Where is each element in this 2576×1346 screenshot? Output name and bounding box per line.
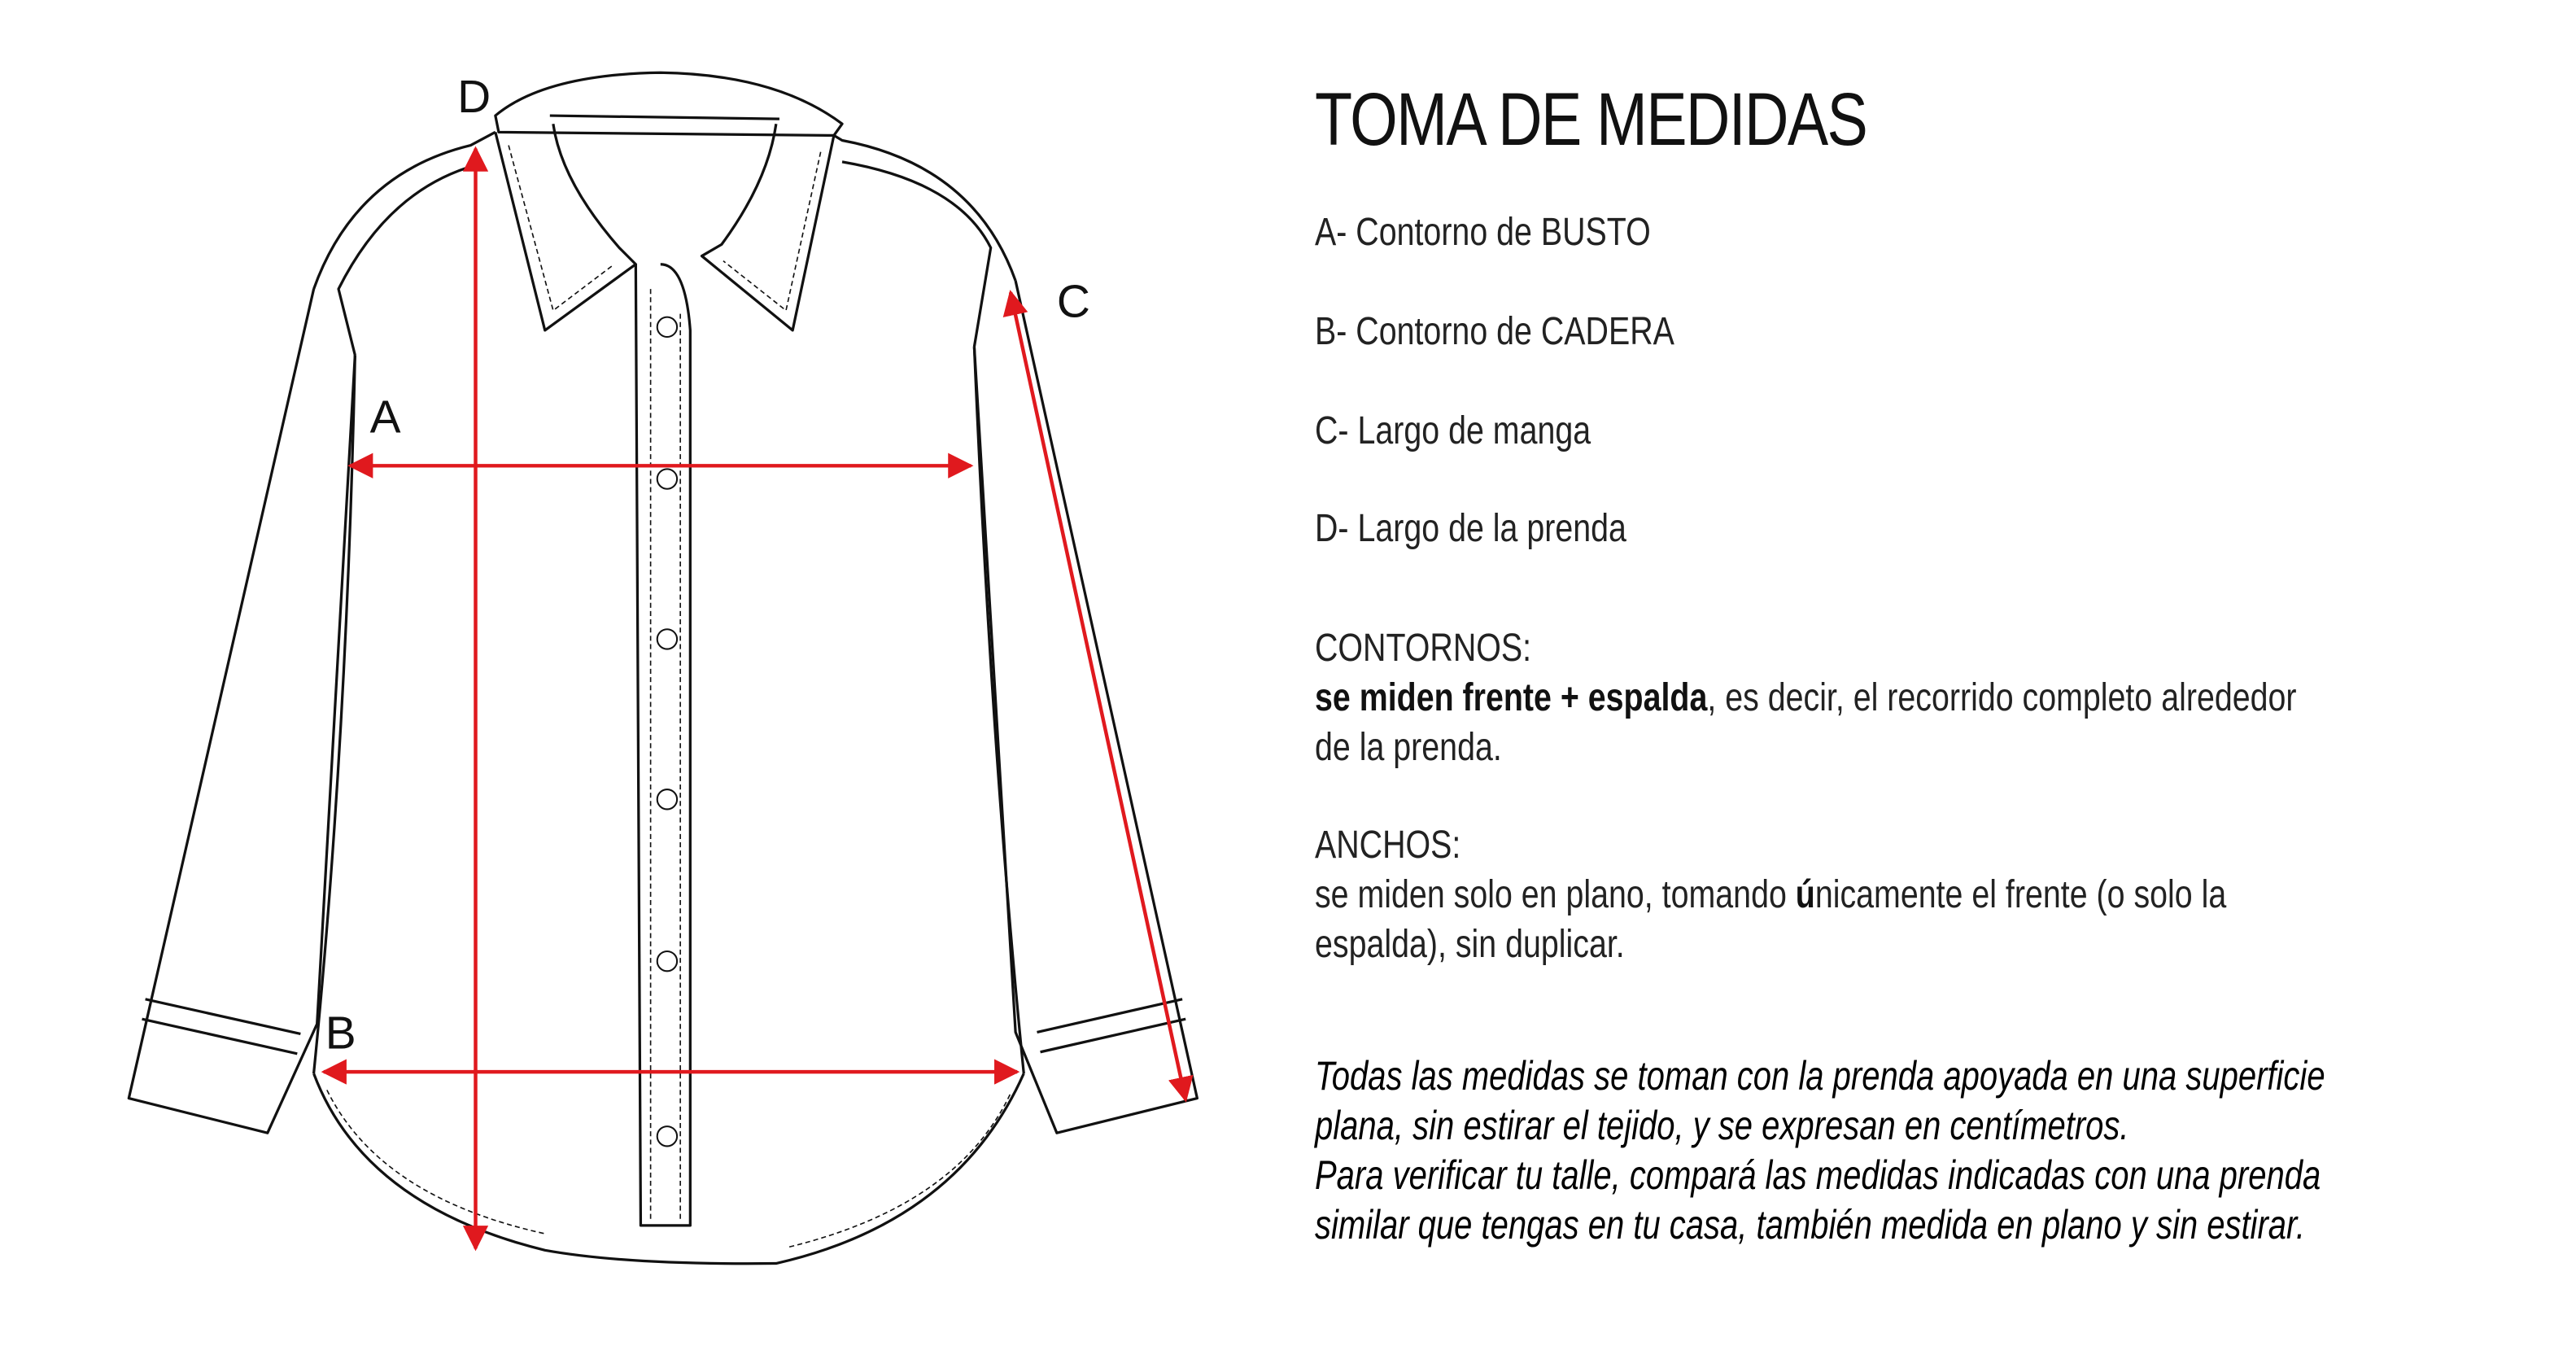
measure-item-a: A- Contorno de BUSTO — [1315, 211, 1651, 254]
button — [656, 468, 679, 490]
contornos-section: CONTORNOS: se miden frente + espalda, es… — [1315, 623, 2297, 772]
page-title: TOMA DE MEDIDAS — [1315, 78, 1868, 161]
measure-item-b: B- Contorno de CADERA — [1315, 310, 1674, 353]
label-d: D — [457, 72, 491, 123]
button — [656, 316, 679, 339]
collar-right — [700, 123, 836, 332]
placket — [634, 263, 692, 1227]
note-section: Todas las medidas se toman con la prenda… — [1315, 1051, 2325, 1250]
measure-item-d: D- Largo de la prenda — [1315, 507, 1626, 550]
label-a: A — [370, 392, 401, 444]
anchos-text-a: se miden solo en plano, tomando — [1315, 873, 1796, 916]
button — [656, 628, 679, 650]
anchos-bold: ú — [1795, 873, 1815, 916]
contornos-line1: se miden frente + espalda, es decir, el … — [1315, 673, 2297, 723]
contornos-rest: , es decir, el recorrido completo alrede… — [1707, 676, 2297, 719]
note-line: similar que tengas en tu casa, también m… — [1315, 1202, 2305, 1248]
contornos-line2: de la prenda. — [1315, 726, 1502, 769]
contornos-bold: se miden frente + espalda — [1315, 676, 1708, 719]
note-line: Para verificar tu talle, compará las med… — [1315, 1152, 2321, 1198]
contornos-heading: CONTORNOS: — [1315, 627, 1532, 670]
label-b: B — [325, 1008, 356, 1060]
left-shoulder — [312, 130, 496, 290]
right-cuff — [1037, 998, 1186, 1054]
collar-left-stitch — [508, 145, 615, 312]
label-c: C — [1057, 277, 1090, 328]
button — [656, 1125, 679, 1147]
collar-left — [494, 123, 637, 332]
button — [656, 789, 679, 811]
hem — [312, 1073, 1025, 1265]
measure-item-c: C- Largo de manga — [1315, 409, 1591, 452]
button — [656, 950, 679, 972]
arrow-c-sleeve — [1002, 290, 1194, 1103]
measurement-arrows — [321, 146, 1194, 1252]
buttons — [656, 316, 679, 1147]
note-line: Todas las medidas se toman con la prenda… — [1315, 1053, 2325, 1099]
collar-back-line — [549, 114, 779, 120]
anchos-line1: se miden solo en plano, tomando únicamen… — [1315, 870, 2226, 920]
anchos-heading: ANCHOS: — [1315, 824, 1461, 867]
collar-right-stitch — [723, 151, 822, 312]
left-cuff — [142, 998, 301, 1055]
anchos-text-b: nicamente el frente (o solo la — [1814, 873, 2227, 916]
left-sleeve-outer — [127, 288, 356, 1134]
right-shoulder — [833, 134, 1017, 282]
shirt-outline — [127, 71, 1199, 1265]
anchos-section: ANCHOS: se miden solo en plano, tomando … — [1315, 820, 2226, 969]
left-yoke — [337, 164, 476, 356]
collar-band — [494, 71, 844, 138]
anchos-line2: espalda), sin duplicar. — [1315, 923, 1625, 966]
note-line: plana, sin estirar el tejido, y se expre… — [1315, 1103, 2129, 1148]
right-yoke — [841, 160, 993, 347]
hem-stitch — [326, 1090, 1011, 1248]
placket-stitch — [649, 289, 681, 1219]
